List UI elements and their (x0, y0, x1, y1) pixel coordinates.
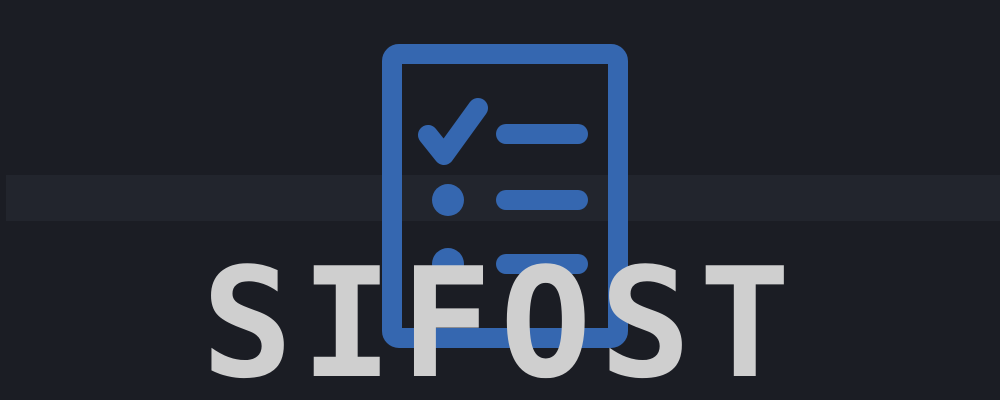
bullet-icon (432, 184, 464, 216)
checklist-document-icon (382, 44, 628, 348)
bullet-icon (432, 248, 464, 280)
checkmark-icon (418, 98, 488, 165)
brand-wordmark: SIFOST (201, 235, 799, 400)
document-outline (382, 44, 628, 348)
